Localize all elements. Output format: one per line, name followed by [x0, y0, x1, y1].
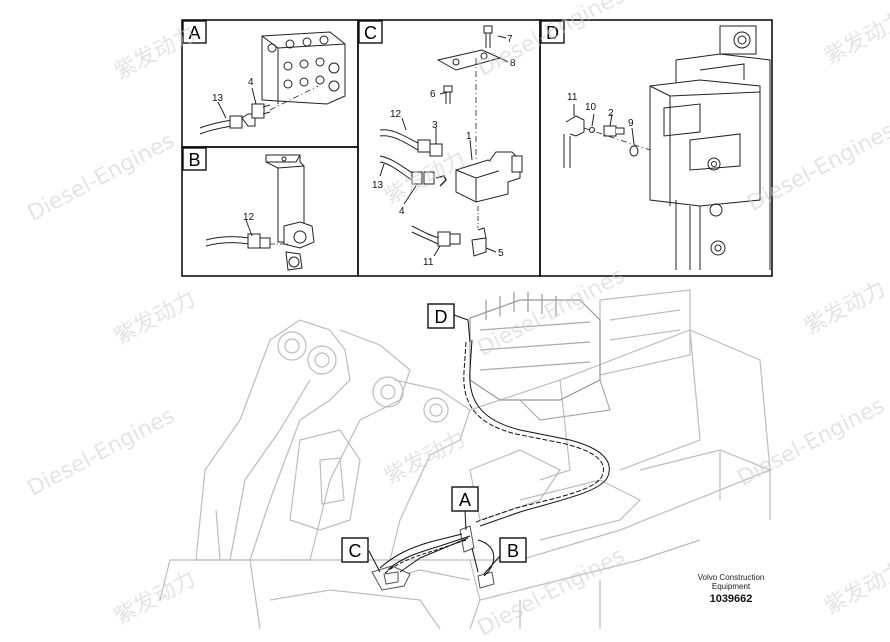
overview-label-d: D: [435, 307, 448, 327]
callout-d-11: 11: [567, 92, 578, 103]
callout-b-12: 12: [243, 212, 255, 223]
overview-machine: [159, 289, 771, 630]
overview-label-c: C: [349, 541, 362, 561]
detail-panels: [181, 19, 773, 277]
document-number: 1039662: [709, 593, 753, 605]
callout-a-13: 13: [212, 93, 224, 104]
brand-line-1: Volvo Construction: [697, 573, 765, 582]
panel-d-drawing: [563, 25, 771, 270]
callout-c-11: 11: [423, 257, 434, 268]
callout-d-2: 2: [608, 108, 614, 119]
callout-c-7: 7: [507, 34, 513, 45]
panel-b-drawing: [205, 154, 315, 271]
callout-c-3: 3: [432, 120, 438, 131]
parts-diagram: A B C D: [24, 0, 890, 642]
callout-c-5: 5: [498, 248, 504, 259]
callouts: 13 4 12 7 8 6 12 3 1 13 4 5 11 11 10 2 9: [212, 34, 634, 268]
brand-line-2: Equipment: [711, 582, 751, 591]
callout-c-12: 12: [390, 109, 402, 120]
overview-label-b: B: [507, 541, 519, 561]
panel-a-drawing: [199, 31, 346, 135]
panel-letter-b: B: [188, 150, 200, 170]
panel-letter-c: C: [364, 23, 377, 43]
overview-label-a: A: [459, 490, 471, 510]
panel-letter-a: A: [188, 23, 200, 43]
panel-letters: A B C D: [182, 20, 565, 171]
overview-hoses: [379, 339, 610, 577]
callout-a-4: 4: [248, 77, 254, 88]
callout-c-6: 6: [430, 89, 436, 100]
panel-b-frame: [181, 146, 359, 277]
panel-letter-d: D: [546, 23, 559, 43]
callout-c-4: 4: [399, 206, 405, 217]
callout-c-8: 8: [510, 58, 516, 69]
panel-d-frame: [539, 19, 773, 277]
callout-c-13: 13: [372, 180, 384, 191]
callout-d-9: 9: [628, 118, 634, 129]
callout-c-1: 1: [466, 131, 472, 142]
overview-callouts: D A C B: [341, 303, 527, 575]
brand-caption: Volvo Construction Equipment: [676, 573, 786, 591]
callout-d-10: 10: [585, 102, 597, 113]
diagram-canvas: A B C D: [159, 19, 773, 630]
panel-c-drawing: [379, 25, 523, 257]
